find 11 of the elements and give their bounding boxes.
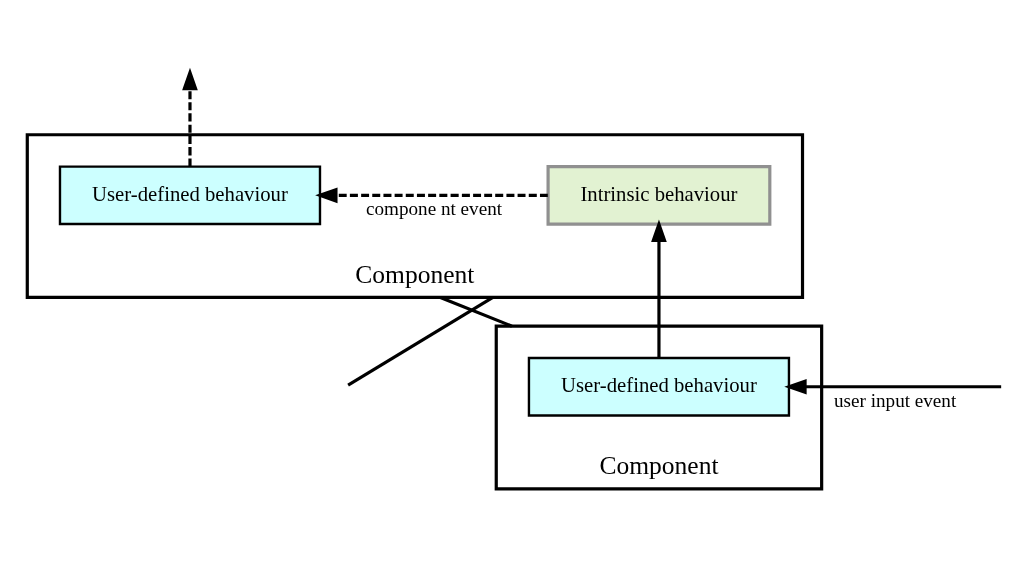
edge-label: compone nt event — [366, 197, 503, 219]
node-box: User-defined behaviour — [527, 356, 791, 417]
arrow — [651, 219, 667, 358]
node-box: User-defined behaviour — [58, 164, 322, 225]
connector — [347, 295, 494, 386]
connector — [439, 295, 513, 328]
edge-label: user input event — [834, 389, 957, 411]
arrow — [182, 67, 198, 166]
arrow — [315, 187, 548, 203]
node-box: Intrinsic behaviour — [546, 164, 772, 226]
arrow — [784, 378, 1002, 395]
